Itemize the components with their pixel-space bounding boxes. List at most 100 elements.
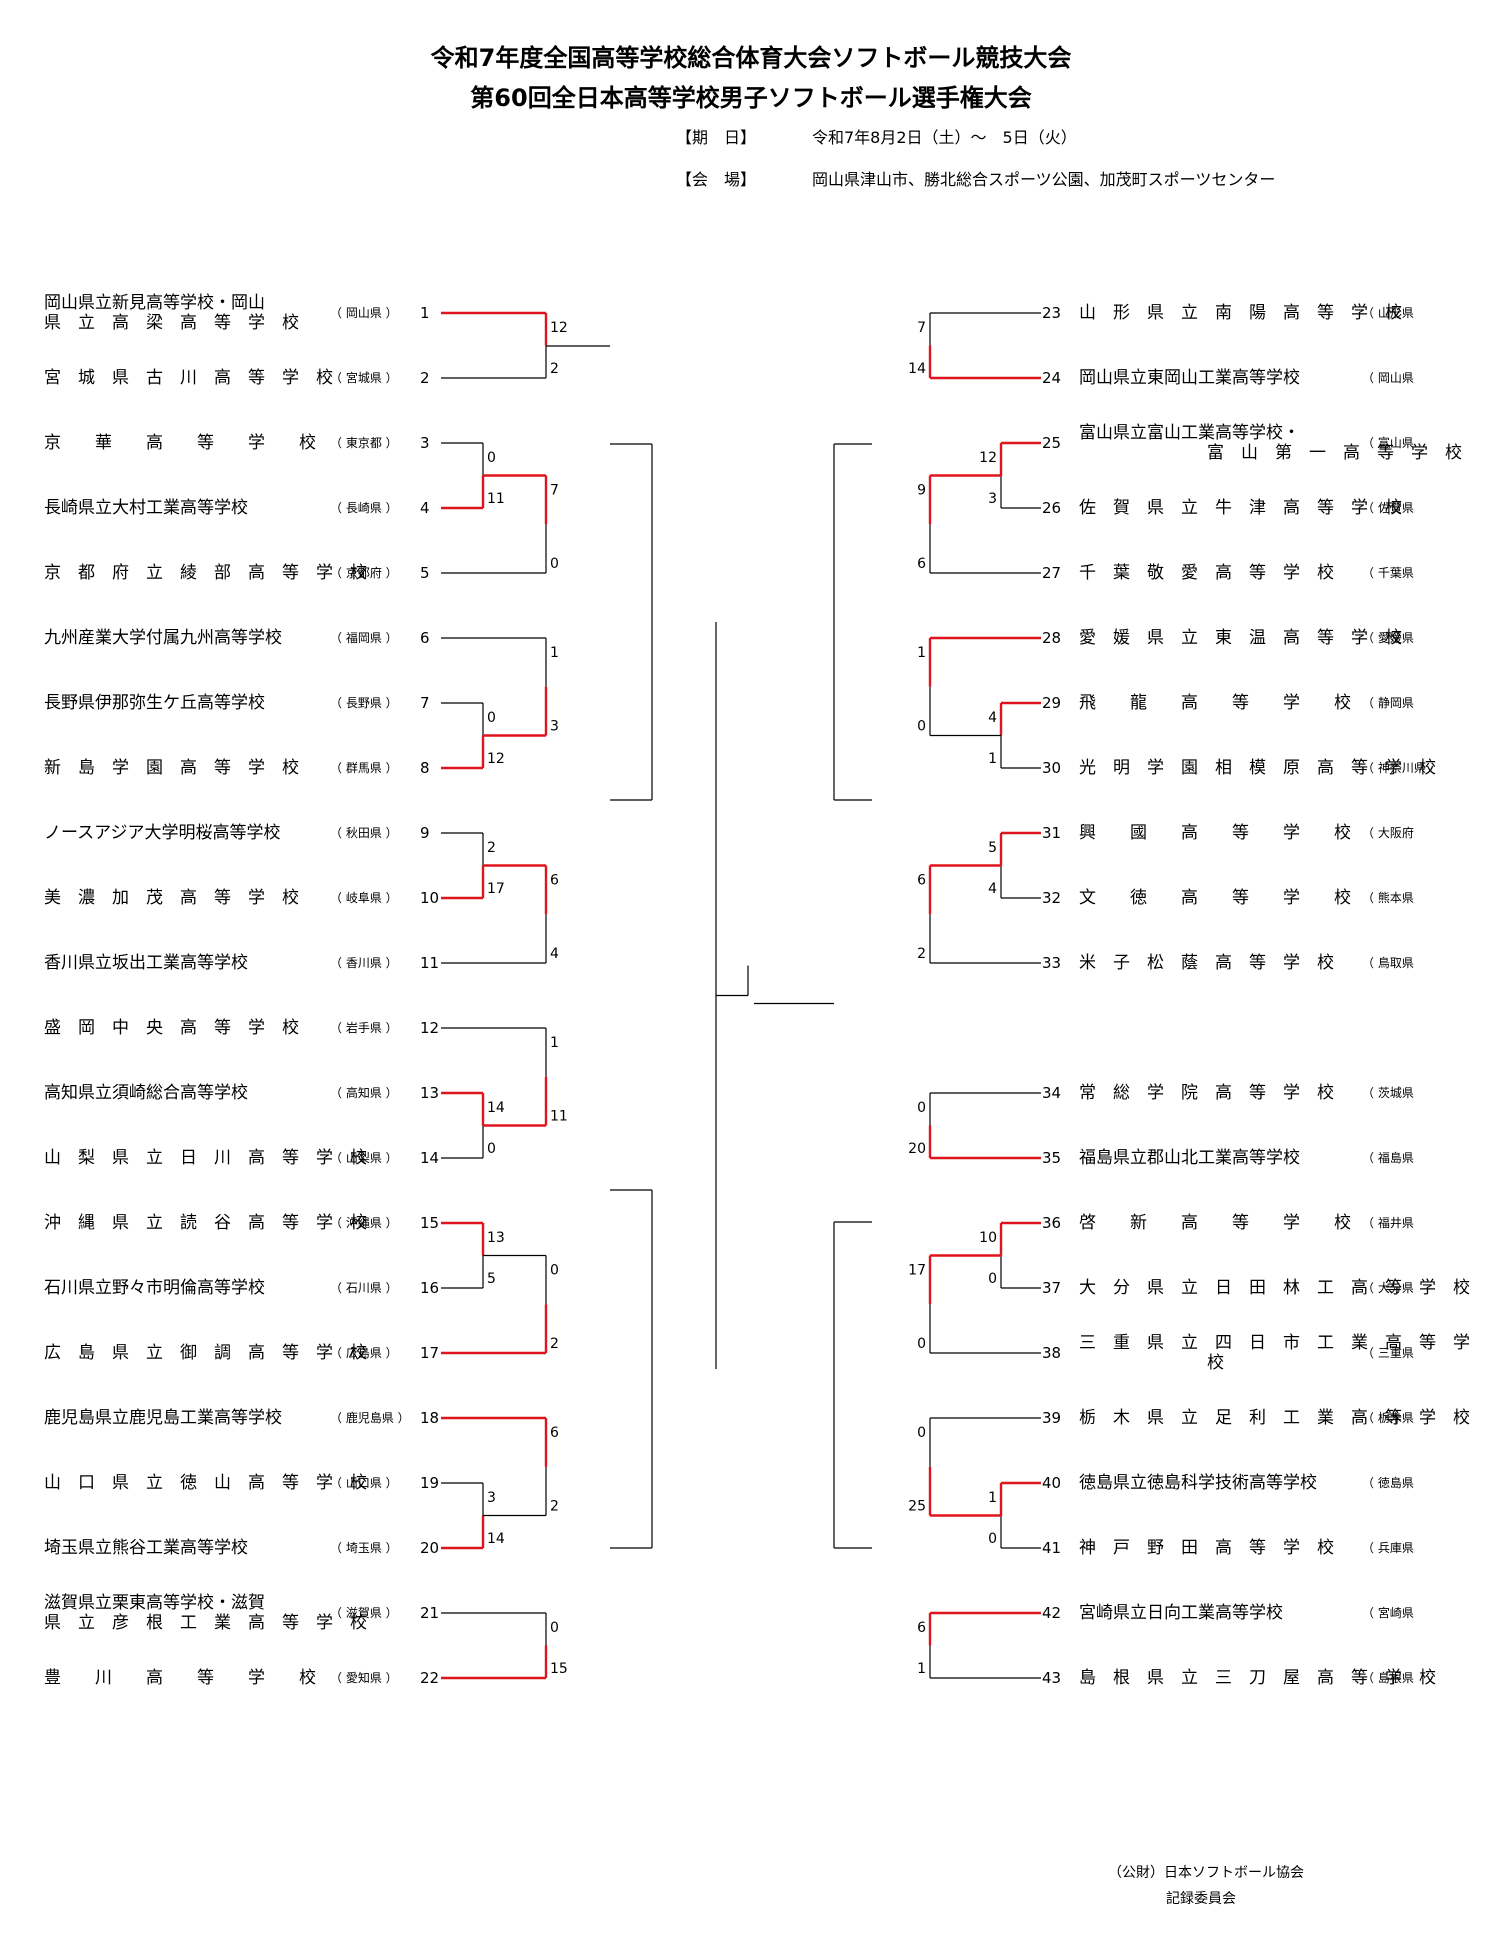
team-name: 新 島 学 園 高 等 学 校 <box>44 758 299 778</box>
team-row: ノースアジア大学明桜高等学校 <box>44 823 326 843</box>
team-row: 飛 龍 高 等 学 校 <box>1079 693 1351 713</box>
team-row: 九州産業大学付属九州高等学校 <box>44 628 326 648</box>
score-label: 0 <box>550 1620 559 1636</box>
team-prefecture: （ 鹿児島県 ） <box>330 1411 410 1425</box>
score-label: 0 <box>487 710 496 726</box>
team-row: 岡山県立東岡山工業高等学校 <box>1079 368 1349 388</box>
team-row: 千 葉 敬 愛 高 等 学 校 <box>1079 563 1349 583</box>
score-label: 0 <box>988 1271 997 1287</box>
score-label: 1 <box>550 1035 559 1051</box>
team-number: 15 <box>420 1214 440 1232</box>
team-prefecture: （ 熊本県 <box>1362 891 1414 905</box>
score-label: 14 <box>908 361 926 377</box>
team-row: 島 根 県 立 三 刀 屋 高 等 学 校 <box>1079 1668 1436 1688</box>
score-label: 0 <box>917 1100 926 1116</box>
team-prefecture: （ 大阪府 <box>1362 826 1414 840</box>
team-prefecture: （ 茨城県 <box>1362 1086 1414 1100</box>
venue-value: 岡山県津山市、勝北総合スポーツ公園、加茂町スポーツセンター <box>812 170 1276 189</box>
score-label: 3 <box>988 491 997 507</box>
team-name: 山 形 県 立 南 陽 高 等 学 校 <box>1079 303 1402 323</box>
team-prefecture: （ 広島県 ） <box>330 1346 398 1360</box>
score-label: 0 <box>988 1531 997 1547</box>
team-row: 沖 縄 県 立 読 谷 高 等 学 校 <box>44 1213 367 1233</box>
team-prefecture: （ 山口県 ） <box>330 1476 398 1490</box>
team-name: 三 重 県 立 四 日 市 工 業 高 等 学 <box>1079 1333 1470 1353</box>
team-number: 21 <box>420 1604 440 1622</box>
team-number: 35 <box>1042 1149 1062 1167</box>
team-prefecture: （ 長野県 ） <box>330 696 398 710</box>
team-row: 文 徳 高 等 学 校 <box>1079 888 1351 908</box>
team-prefecture: （ 三重県 <box>1362 1346 1414 1360</box>
team-name: 福島県立郡山北工業高等学校 <box>1079 1148 1300 1168</box>
team-prefecture: （ 栃木県 <box>1362 1411 1414 1425</box>
team-prefecture: （ 岩手県 ） <box>330 1021 398 1035</box>
score-label: 4 <box>550 946 559 962</box>
team-prefecture: （ 秋田県 ） <box>330 826 398 840</box>
team-name: 石川県立野々市明倫高等学校 <box>44 1278 265 1298</box>
team-name: 島 根 県 立 三 刀 屋 高 等 学 校 <box>1079 1668 1436 1688</box>
team-prefecture: （ 山梨県 ） <box>330 1151 398 1165</box>
team-row: 啓 新 高 等 学 校 <box>1079 1213 1351 1233</box>
team-prefecture: （ 愛媛県 <box>1362 631 1414 645</box>
score-label: 2 <box>550 1336 559 1352</box>
team-row: 広 島 県 立 御 調 高 等 学 校 <box>44 1343 367 1363</box>
team-prefecture: （ 福島県 <box>1362 1151 1414 1165</box>
team-number: 27 <box>1042 564 1062 582</box>
team-number: 31 <box>1042 824 1062 842</box>
team-number: 11 <box>420 954 440 972</box>
team-row: 興 國 高 等 学 校 <box>1079 823 1351 843</box>
team-row: 宮崎県立日向工業高等学校 <box>1079 1603 1349 1623</box>
team-row: 光 明 学 園 相 模 原 高 等 学 校 <box>1079 758 1436 778</box>
team-name: 神 戸 野 田 高 等 学 校 <box>1079 1538 1334 1558</box>
team-row: 富山県立富山工業高等学校・富 山 第 一 高 等 学 校 <box>1079 423 1462 463</box>
team-prefecture: （ 宮崎県 <box>1362 1606 1414 1620</box>
team-name-line2: 富 山 第 一 高 等 学 校 <box>1207 443 1462 463</box>
team-prefecture: （ 宮城県 ） <box>330 371 398 385</box>
team-number: 33 <box>1042 954 1062 972</box>
score-label: 17 <box>487 881 505 897</box>
team-row: 鹿児島県立鹿児島工業高等学校 <box>44 1408 326 1428</box>
team-prefecture: （ 埼玉県 ） <box>330 1541 398 1555</box>
team-name: 京 都 府 立 綾 部 高 等 学 校 <box>44 563 367 583</box>
team-name: 佐 賀 県 立 牛 津 高 等 学 校 <box>1079 498 1402 518</box>
team-name: 山 梨 県 立 日 川 高 等 学 校 <box>44 1148 367 1168</box>
team-number: 1 <box>420 304 430 322</box>
team-prefecture: （ 千葉県 <box>1362 566 1414 580</box>
team-name: 徳島県立徳島科学技術高等学校 <box>1079 1473 1317 1493</box>
team-number: 24 <box>1042 369 1062 387</box>
team-name: 富山県立富山工業高等学校・ <box>1079 423 1300 443</box>
team-name: 滋賀県立栗東高等学校・滋賀 <box>44 1593 265 1613</box>
team-prefecture: （ 神奈川県 <box>1362 761 1426 775</box>
team-number: 29 <box>1042 694 1062 712</box>
score-label: 10 <box>979 1230 997 1246</box>
team-name-line2: 校 <box>1207 1353 1224 1373</box>
team-number: 19 <box>420 1474 440 1492</box>
score-label: 1 <box>917 645 926 661</box>
team-prefecture: （ 沖縄県 ） <box>330 1216 398 1230</box>
score-label: 6 <box>917 873 926 889</box>
venue-label: 【会 場】 <box>676 170 757 189</box>
team-row: 徳島県立徳島科学技術高等学校 <box>1079 1473 1349 1493</box>
score-label: 6 <box>917 1620 926 1636</box>
score-label: 4 <box>988 881 997 897</box>
score-label: 14 <box>487 1531 505 1547</box>
score-label: 1 <box>550 645 559 661</box>
team-name: 米 子 松 蔭 高 等 学 校 <box>1079 953 1334 973</box>
score-label: 2 <box>487 840 496 856</box>
score-label: 2 <box>550 361 559 377</box>
score-label: 12 <box>979 450 997 466</box>
team-row: 三 重 県 立 四 日 市 工 業 高 等 学校 <box>1079 1333 1470 1373</box>
score-label: 0 <box>487 1141 496 1157</box>
team-name: 広 島 県 立 御 調 高 等 学 校 <box>44 1343 367 1363</box>
team-prefecture: （ 島根県 <box>1362 1671 1414 1685</box>
team-prefecture: （ 福井県 <box>1362 1216 1414 1230</box>
team-row: 京 都 府 立 綾 部 高 等 学 校 <box>44 563 367 583</box>
team-name: 大 分 県 立 日 田 林 工 高 等 学 校 <box>1079 1278 1470 1298</box>
team-prefecture: （ 岐阜県 ） <box>330 891 398 905</box>
team-row: 山 梨 県 立 日 川 高 等 学 校 <box>44 1148 367 1168</box>
team-prefecture: （ 岡山県 ） <box>330 306 398 320</box>
team-number: 39 <box>1042 1409 1062 1427</box>
team-name: 長崎県立大村工業高等学校 <box>44 498 248 518</box>
team-prefecture: （ 静岡県 <box>1362 696 1414 710</box>
